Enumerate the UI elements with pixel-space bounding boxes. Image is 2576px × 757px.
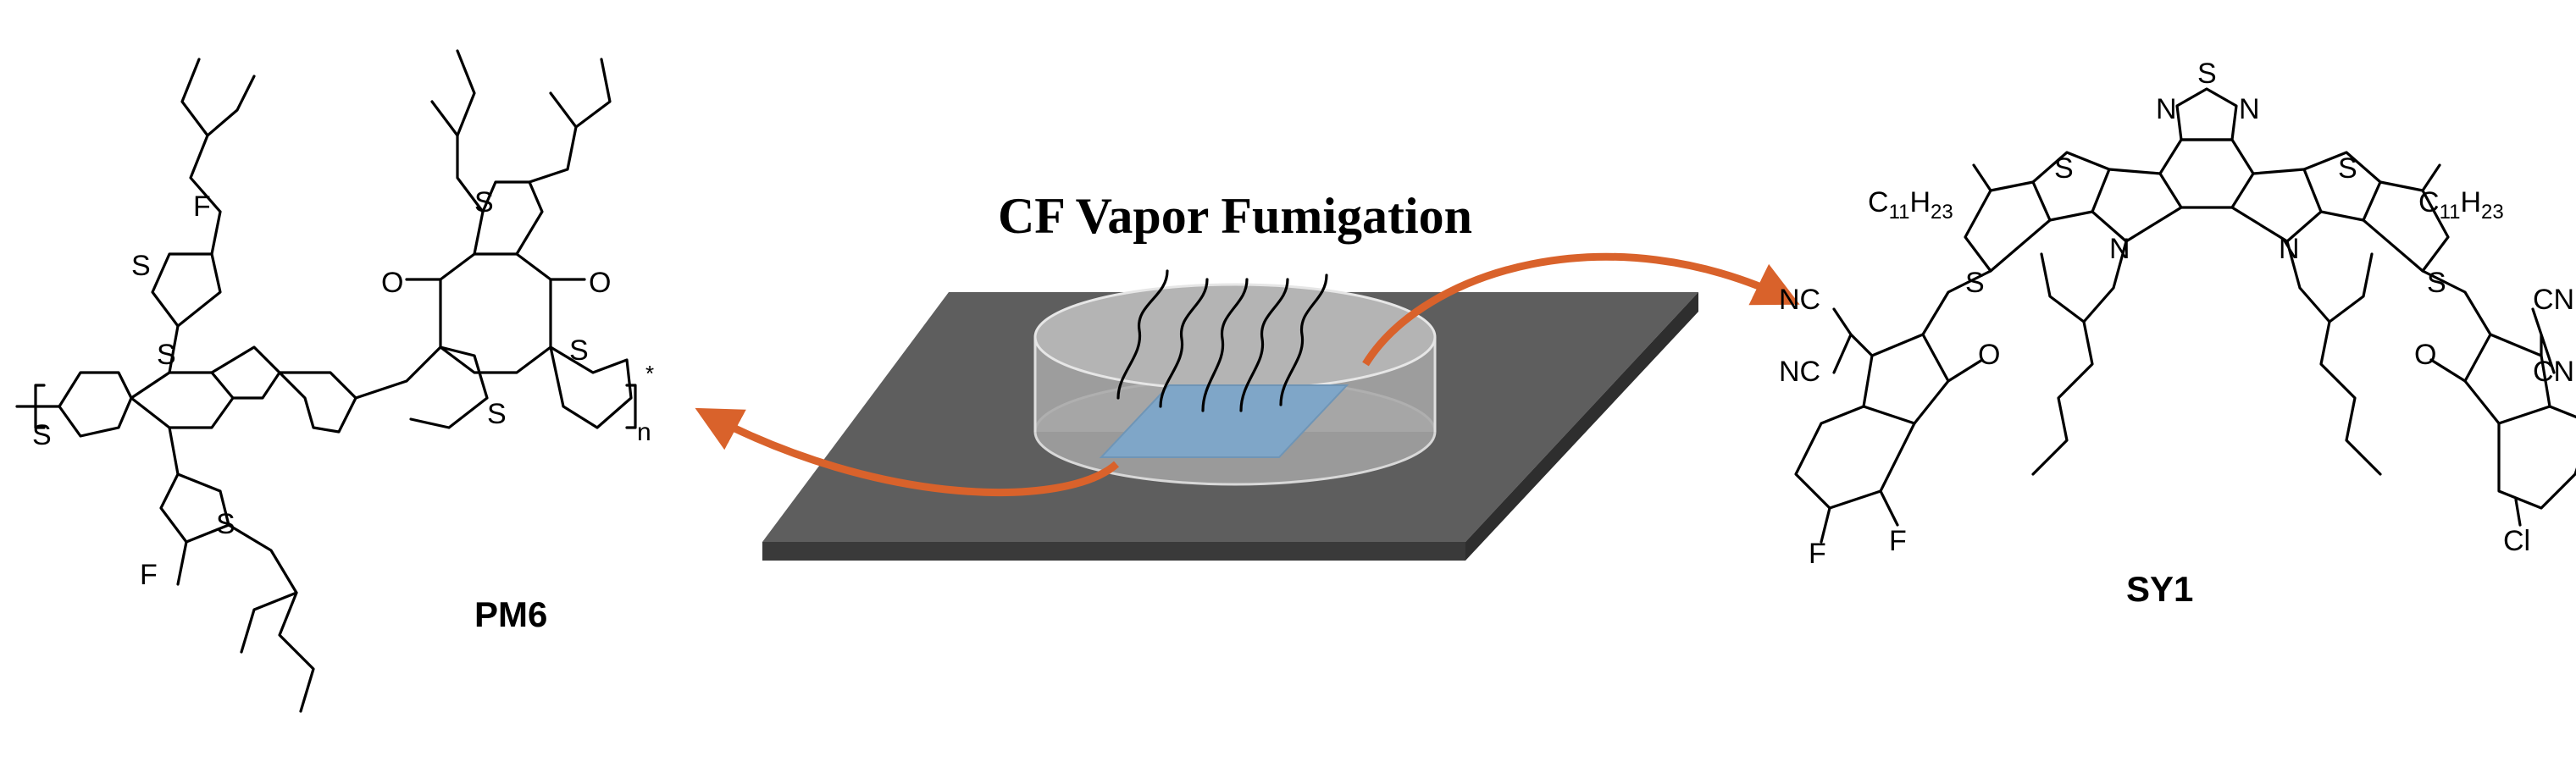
pm6-atom-s2: S bbox=[32, 419, 52, 451]
vapor-line-4 bbox=[1239, 278, 1289, 412]
pm6-atom-s6: S bbox=[487, 398, 507, 430]
sy1-atom-n1: N bbox=[2109, 233, 2130, 265]
sy1-atom-n-td1: N bbox=[2156, 93, 2177, 125]
vapor-line-2 bbox=[1159, 278, 1209, 408]
scheme-title: CF Vapor Fumigation bbox=[998, 188, 1472, 244]
right-bracket bbox=[625, 384, 637, 429]
pm6-atom-s4: S bbox=[216, 508, 235, 540]
sy1-atom-s-td: S bbox=[2197, 58, 2217, 90]
pm6-label: PM6 bbox=[474, 594, 547, 634]
sy1-atom-f1: F bbox=[1809, 538, 1826, 570]
substrate-front bbox=[762, 542, 1465, 561]
pm6-atom-o1: O bbox=[381, 267, 403, 299]
sy1-cn-1: CN bbox=[2533, 284, 2574, 316]
sy1-atom-s3: S bbox=[1965, 267, 1985, 299]
pm6-atom-s3: S bbox=[131, 250, 151, 282]
sy1-atom-cl: Cl bbox=[2503, 525, 2530, 557]
arrow-to-sy1 bbox=[1362, 252, 1800, 367]
vapor-line-1 bbox=[1116, 269, 1169, 400]
sy1-nc-2: NC bbox=[1779, 356, 1820, 388]
active-layer-film bbox=[1099, 384, 1349, 458]
sy1-atom-o2: O bbox=[2414, 339, 2436, 371]
pm6-atom-s7: S bbox=[569, 334, 589, 367]
sy1-atom-o1: O bbox=[1978, 339, 2000, 371]
pm6-atom-s5: S bbox=[474, 186, 494, 218]
pm6-atom-f1: F bbox=[193, 191, 211, 223]
sy1-atom-s4: S bbox=[2427, 267, 2446, 299]
sy1-atom-s2: S bbox=[2338, 152, 2357, 185]
sy1-c11-left: C11H23 bbox=[1868, 186, 1953, 224]
pm6-atom-f2: F bbox=[140, 559, 158, 591]
substrate-side bbox=[1465, 292, 1698, 561]
sy1-cn-2: CN bbox=[2533, 356, 2574, 388]
sy1-nc-1: NC bbox=[1779, 284, 1820, 316]
pm6-repeat-star: * bbox=[645, 361, 654, 386]
pm6-atom-s1: S bbox=[157, 339, 176, 371]
sy1-atom-s1: S bbox=[2054, 152, 2074, 185]
pm6-structure: S S S S S S S F F O O n * PM6 bbox=[15, 49, 654, 713]
vapor-line-3 bbox=[1201, 278, 1249, 412]
fumigation-setup: CF Vapor Fumigation bbox=[695, 188, 1800, 561]
dish-rim bbox=[1033, 283, 1437, 391]
sy1-atom-n2: N bbox=[2279, 233, 2300, 265]
pm6-atom-o2: O bbox=[589, 267, 611, 299]
sy1-structure: S N N C11H23 C11H23 S S S S N N NC NC CN… bbox=[1779, 58, 2576, 609]
vapor-line-5 bbox=[1279, 274, 1328, 406]
pm6-repeat-n: n bbox=[637, 418, 651, 446]
arrow-to-pm6 bbox=[695, 407, 1119, 497]
sy1-c11-right: C11H23 bbox=[2418, 186, 2504, 224]
sy1-label: SY1 bbox=[2126, 569, 2193, 609]
sy1-atom-n-td2: N bbox=[2239, 93, 2260, 125]
sy1-atom-f2: F bbox=[1889, 525, 1907, 557]
